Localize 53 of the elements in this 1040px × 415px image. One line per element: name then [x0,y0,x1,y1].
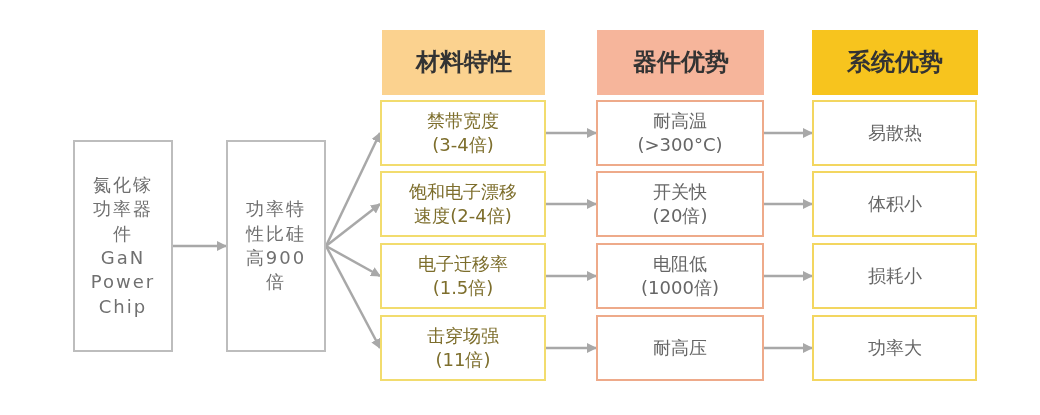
advantage-box [596,243,764,309]
node-text: (3-4倍) [432,133,494,157]
arrow [764,271,813,281]
arrow [546,199,597,209]
arrow [546,128,597,138]
arrow [325,244,381,278]
property-box [380,100,546,166]
property-box [380,171,546,237]
advantage-box [812,100,977,166]
property-box [380,315,546,381]
advantage-box [812,243,977,309]
node-text: 耐高压 [653,335,707,360]
node-text: 易散热 [867,120,922,145]
arrow [173,241,227,251]
node-text: 电阻低 [653,251,707,276]
node-text: 损耗小 [867,263,922,288]
node-text: 禁带宽度 [427,108,499,133]
node-text: 器件优势 [632,47,729,79]
node-text: GaN Power Chip [89,246,157,319]
node-text: 体积小 [867,191,922,216]
node-text: (20倍) [652,204,708,228]
node-text: 电子迁移率 [418,251,508,276]
node-text: 开关快 [653,179,707,204]
node-text: 功率特性比硅高900倍 [244,197,308,295]
node-text: 功率大 [867,335,922,360]
node-text: (1000倍) [641,276,719,300]
arrow [325,203,381,247]
advantage-box [596,171,764,237]
arrow [764,343,813,353]
arrow [546,343,597,353]
advantage-box [596,100,764,166]
node-text: 系统优势 [847,47,943,79]
arrow [546,271,597,281]
column-header [382,30,545,95]
process-box [226,140,326,352]
column-header [597,30,764,95]
node-text: 速度(2-4倍) [414,204,512,228]
node-text: 氮化镓功率器件 [92,173,154,246]
process-box [73,140,173,352]
property-box [380,243,546,309]
node-text: 耐高温 [653,108,707,133]
node-text: (>300°C) [637,133,723,157]
arrow [764,128,813,138]
advantage-box [596,315,764,381]
node-text: (11倍) [435,348,491,372]
node-text: 击穿场强 [427,323,499,348]
node-text: (1.5倍) [432,276,494,300]
advantage-box [812,315,977,381]
advantage-box [812,171,977,237]
arrow [764,199,813,209]
column-header [812,30,978,95]
node-text: 材料特性 [415,47,512,79]
node-text: 饱和电子漂移 [409,179,517,204]
